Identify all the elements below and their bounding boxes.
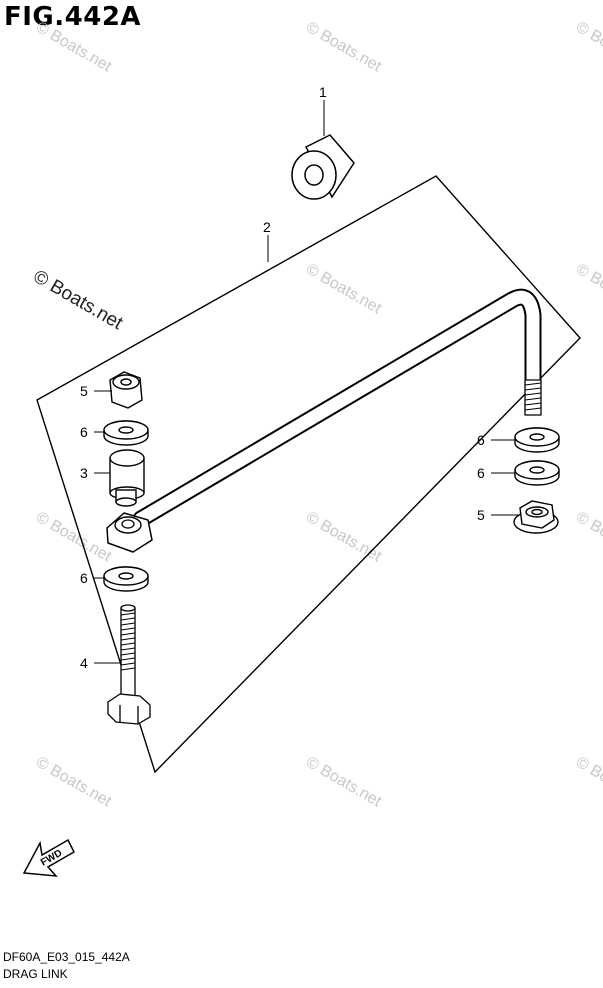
watermark: © Boats.net <box>33 19 115 76</box>
callout-3: 3 <box>80 465 88 481</box>
part-6-washer-left-top <box>103 420 149 446</box>
watermark: © Boats.net <box>573 754 603 811</box>
part-2-drag-link <box>106 288 542 553</box>
watermark: © Boats.net <box>303 509 385 566</box>
watermark: © Boats.net <box>303 261 385 318</box>
figure-code: DF60A_E03_015_442A <box>3 950 130 964</box>
callout-6-right-bottom: 6 <box>477 465 485 481</box>
watermark: © Boats.net <box>573 509 603 566</box>
part-5-nut-left <box>109 371 143 409</box>
leader-lines <box>94 100 518 664</box>
callout-6-left-top: 6 <box>80 424 88 440</box>
part-3-collar <box>109 449 145 507</box>
figure-title: FIG.442A <box>4 2 142 32</box>
assembly-frame <box>36 175 581 774</box>
part-5-nut-right <box>513 500 559 534</box>
part-6-washer-right-top <box>514 427 560 453</box>
callout-4: 4 <box>80 655 88 671</box>
part-6-washer-left-bottom <box>103 566 149 592</box>
watermark: © Boats.net <box>573 261 603 318</box>
callouts: 1 2 5 6 3 6 4 6 6 5 <box>80 84 485 671</box>
callout-6-left-bottom: 6 <box>80 570 88 586</box>
callout-6-right-top: 6 <box>477 432 485 448</box>
watermark-large: © Boats.net <box>30 266 127 334</box>
callout-5-right: 5 <box>477 507 485 523</box>
callout-1: 1 <box>319 84 327 100</box>
part-4-bolt <box>107 604 151 725</box>
part-1-bushing <box>291 134 355 200</box>
callout-5-left: 5 <box>80 383 88 399</box>
part-6-washer-right-bottom <box>514 460 560 486</box>
watermark: © Boats.net <box>573 19 603 76</box>
fwd-arrow-icon: FWD <box>22 838 75 877</box>
figure-name: DRAG LINK <box>3 967 68 981</box>
callout-2: 2 <box>263 219 271 235</box>
watermark: © Boats.net <box>33 754 115 811</box>
watermark: © Boats.net <box>303 19 385 76</box>
watermark: © Boats.net <box>303 754 385 811</box>
